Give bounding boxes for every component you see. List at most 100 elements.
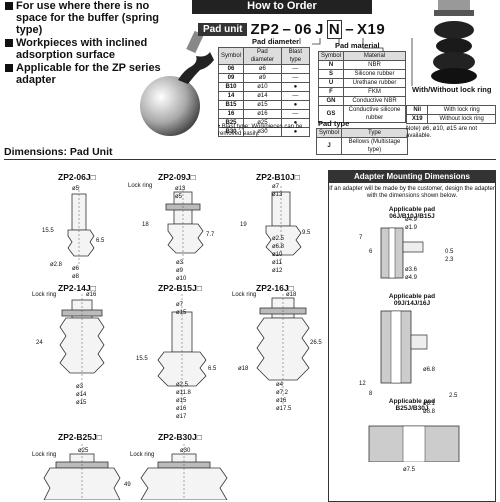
- dim-label: ø18: [238, 366, 249, 372]
- applicable-pad-list: B25J/B30J: [395, 405, 429, 412]
- dim-label: 19: [240, 222, 247, 228]
- dim-label: ø7.5: [403, 467, 416, 473]
- dim-label: ø13: [272, 192, 283, 198]
- dim-label: 12: [359, 381, 366, 387]
- dim-label: ø30: [180, 448, 191, 454]
- dim-label: ø8: [72, 274, 80, 280]
- dim-label: 6.5: [208, 366, 217, 372]
- lock-ring-note: Note) ø6, ø10, ø15 are not available.: [406, 126, 478, 139]
- dim-label: ø4.9: [405, 217, 418, 223]
- pad-title: ZP2-B10J□: [256, 172, 300, 182]
- section-title: Dimensions: Pad Unit: [4, 146, 496, 160]
- dim-label: ø7: [176, 302, 184, 308]
- dim-label: ø10: [272, 252, 283, 258]
- dim-label: 0.5: [445, 249, 454, 255]
- dim-label: ø15: [76, 400, 87, 406]
- code-suffix: X19: [357, 21, 386, 38]
- table-header: Symbol: [317, 51, 345, 61]
- adapter-drawing-3: [368, 425, 460, 463]
- dim-label: 9.5: [302, 230, 311, 236]
- adapter-drawing-1: [380, 227, 424, 279]
- dim-label: Lock ring: [128, 183, 153, 189]
- order-code: Pad unit ZP2 – 06 J N – X19: [198, 20, 385, 39]
- dim-label: Lock ring: [130, 452, 155, 458]
- pad-unit-tag: Pad unit: [198, 23, 248, 36]
- adapter-subtitle: If an adapter will be made by the custom…: [329, 186, 495, 199]
- code-type: J: [315, 21, 324, 38]
- product-photo-sphere: [140, 30, 214, 136]
- dim-label: 26.5: [310, 340, 322, 346]
- dim-label: 8: [369, 391, 373, 397]
- dim-label: ø6: [72, 266, 80, 272]
- dim-label: ø11: [272, 260, 282, 266]
- pad-title: ZP2-B30J□: [158, 432, 202, 442]
- dim-label: ø10: [176, 276, 187, 282]
- applicable-pad-label: Applicable pad: [388, 398, 436, 405]
- dim-label: 6: [369, 249, 373, 255]
- dim-label: ø11.8: [176, 390, 191, 396]
- dim-label: ø4.9: [405, 275, 418, 281]
- pad-title: ZP2-06J□: [58, 172, 96, 182]
- blast-note: • Blast type: Workpieces can be removed …: [218, 124, 303, 137]
- table-header: Blast type: [280, 47, 311, 65]
- dim-label: 18: [142, 222, 149, 228]
- how-to-order-header: How to Order: [192, 0, 372, 14]
- pad-material-label: Pad material: [335, 41, 380, 50]
- dim-label: ø13: [175, 186, 186, 192]
- dim-label: ø15: [176, 310, 187, 316]
- dim-label: ø2.5: [176, 382, 189, 388]
- dim-label: ø16: [176, 406, 187, 412]
- dim-label: ø12: [272, 268, 283, 274]
- dim-label: ø17.5: [276, 406, 292, 412]
- dim-label: ø8.8: [423, 409, 436, 415]
- dim-label: ø17: [176, 414, 187, 420]
- applicable-pad-label: Applicable pad: [388, 293, 436, 300]
- code-material: N: [326, 20, 343, 39]
- dim-label: 49: [124, 482, 131, 488]
- dim-label: Lock ring: [232, 292, 257, 298]
- pad-type-label: Pad type: [318, 119, 350, 128]
- applicable-pad-list: 06J/B10J/B15J: [389, 213, 435, 220]
- dim-label: ø3: [76, 384, 84, 390]
- pad-drawings-row3: [43, 444, 228, 500]
- applicable-pad-label: Applicable pad: [388, 206, 436, 213]
- dim-label: ø1.9: [405, 225, 418, 231]
- pad-title: ZP2-14J□: [58, 283, 96, 293]
- dim-label: ø5: [175, 194, 183, 200]
- applicable-pad-list: 09J/14J/16J: [393, 300, 431, 307]
- dim-label: ø25: [78, 448, 89, 454]
- dim-label: 2.5: [449, 393, 458, 399]
- dim-label: 7: [359, 235, 363, 241]
- code-dash: –: [282, 21, 292, 38]
- dim-label: ø6.8: [423, 367, 436, 373]
- dim-label: ø16: [276, 398, 287, 404]
- dim-label: ø6.8: [272, 244, 285, 250]
- dim-label: 24: [36, 340, 43, 346]
- dim-label: ø9: [176, 268, 184, 274]
- table-header: Symbol: [217, 47, 245, 65]
- table-header: Pad diameter: [243, 47, 282, 65]
- adapter-title: Adapter Mounting Dimensions: [329, 171, 495, 183]
- dim-label: ø7.2: [276, 390, 289, 396]
- feature-item: Applicable for the ZP series adapter: [4, 62, 164, 86]
- dim-label: ø14: [76, 392, 87, 398]
- dim-label: 15.5: [42, 228, 54, 234]
- dim-label: ø7: [272, 184, 280, 190]
- lock-ring-label: With/Without lock ring: [412, 85, 492, 94]
- pad-drawings-row2: [59, 294, 310, 404]
- pad-title: ZP2-B15J□: [158, 283, 202, 293]
